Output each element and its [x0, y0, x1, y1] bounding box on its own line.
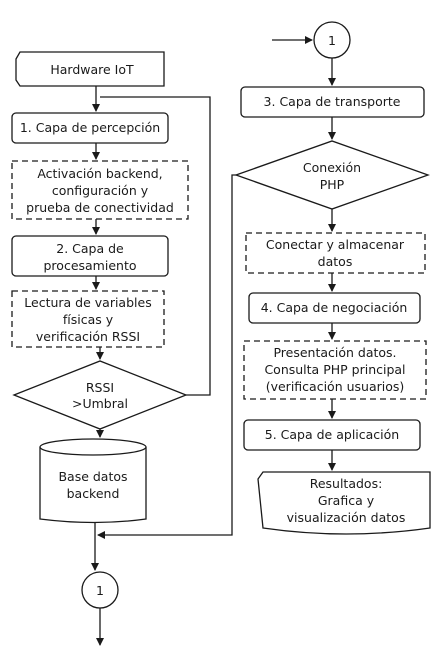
- presentation-box: [243, 340, 427, 400]
- application-layer-label: 5. Capa de aplicación: [265, 427, 399, 442]
- connect-store-box: [245, 232, 426, 274]
- database-line-2: backend: [67, 486, 120, 501]
- database-line-1: Base datos: [58, 469, 127, 484]
- processing-layer-line-1: 2. Capa de: [56, 241, 124, 256]
- transport-layer-label: 3. Capa de transporte: [264, 94, 401, 109]
- backend-activation-line-1: Activación backend,: [37, 166, 162, 181]
- connector-top-label: 1: [328, 33, 336, 48]
- results-line-3: visualización datos: [287, 510, 406, 525]
- reading-variables-box: [11, 290, 165, 348]
- processing-layer-line-2: procesamiento: [44, 258, 137, 273]
- results-line-1: Resultados:: [310, 476, 383, 491]
- results-document: [257, 471, 431, 535]
- hardware-iot-box: [15, 51, 165, 87]
- connector-lines: [91, 36, 336, 646]
- php-decision-line-2: PHP: [320, 177, 345, 192]
- presentation-line-1: Presentación datos.: [273, 345, 396, 360]
- reading-line-2: físicas y: [63, 312, 114, 327]
- backend-activation-line-2: configuración y: [52, 183, 149, 198]
- results-line-2: Grafica y: [318, 493, 375, 508]
- perception-layer-box: [11, 112, 169, 144]
- negotiation-layer-box: [248, 292, 421, 324]
- rssi-decision-line-1: RSSI: [86, 380, 114, 395]
- php-decision-line-1: Conexión: [303, 160, 361, 175]
- php-decision-diamond: [234, 140, 430, 210]
- presentation-line-2: Consulta PHP principal: [264, 362, 405, 377]
- negotiation-layer-label: 4. Capa de negociación: [261, 300, 408, 315]
- connector-bottom-label: 1: [96, 583, 104, 598]
- hardware-iot-label: Hardware IoT: [50, 62, 134, 77]
- connect-store-line-2: datos: [318, 254, 353, 269]
- backend-activation-line-3: prueba de conectividad: [26, 200, 174, 215]
- rssi-decision-diamond: [12, 360, 188, 430]
- connect-store-line-1: Conectar y almacenar: [266, 237, 405, 252]
- presentation-line-3: (verificación usuarios): [266, 379, 405, 394]
- backend-activation-box: [11, 160, 189, 220]
- reading-line-3: verificación RSSI: [36, 329, 140, 344]
- database-cylinder: [39, 438, 147, 524]
- reading-line-1: Lectura de variables: [24, 295, 151, 310]
- perception-layer-label: 1. Capa de percepción: [20, 120, 160, 135]
- rssi-decision-line-2: >Umbral: [72, 396, 128, 411]
- processing-layer-box: [11, 235, 169, 277]
